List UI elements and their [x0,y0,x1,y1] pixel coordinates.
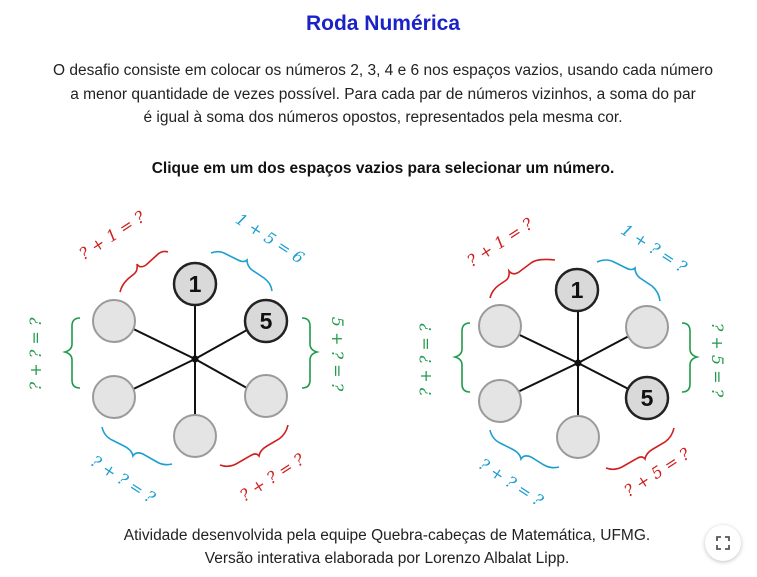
wheel-1-slot-top[interactable]: 1 [172,261,218,307]
wheel-1-label-green-left: ? + ? = ? [26,317,45,390]
fullscreen-button[interactable] [705,525,741,561]
wheel-2-slot-upper-right[interactable] [625,305,669,349]
footer-line: Versão interativa elaborada por Lorenzo … [204,550,570,567]
expand-icon [716,536,730,550]
wheel-2-brace-green-left [452,322,471,393]
wheel-1-brace-red-bottom [219,424,289,468]
wheel-1-brace-green-left [62,317,81,389]
wheel-2-brace-red [489,258,556,299]
wheel-1-label-blue-bottom: ? + ? = ? [87,452,159,508]
wheel-2-slot-top[interactable]: 1 [554,267,600,313]
wheel-2-brace-green-right [681,322,700,393]
wheel-2-slot-lower-right[interactable]: 5 [624,375,670,421]
slot-value: 5 [260,308,273,334]
wheel-1-slot-lower-right[interactable] [244,374,288,418]
wheel-1-brace-blue [210,250,273,292]
wheel-2-spokes [500,290,647,437]
wheel-2-slot-lower-left[interactable] [478,379,522,423]
description: O desafio consiste em colocar os números… [0,59,757,130]
wheel-1-label-red: ? + 1 = ? [76,207,149,264]
description-line: O desafio consiste em colocar os números… [53,62,713,79]
wheel-2: ? + 1 = ? 1 + ? = ? ? + ? = ? ? + 5 = ? … [416,214,727,511]
wheel-1-slot-lower-left[interactable] [92,375,136,419]
wheel-2-hub [574,359,582,367]
wheel-2-label-red: ? + 1 = ? [464,214,537,271]
instruction-text: Clique em um dos espaços vazios para sel… [151,160,615,177]
slot-value: 5 [641,385,654,411]
wheel-2-label-blue-bottom: ? + ? = ? [475,455,547,511]
wheel-1-spokes [116,284,264,435]
wheel-1-label-green-right: 5 + ? = ? [328,317,347,392]
footer-line: Atividade desenvolvida pela equipe Quebr… [123,527,651,544]
wheel-2-brace-red-bottom [605,427,675,471]
slot-value: 1 [189,271,202,297]
wheel-1-label-blue: 1 + 5 = 6 [232,209,308,267]
wheel-1-slot-bottom[interactable] [173,414,217,458]
wheel-1-slot-upper-right[interactable]: 5 [243,298,289,344]
wheel-2-label-red-bottom: ? + 5 = ? [621,444,694,501]
wheel-2-slot-bottom[interactable] [556,415,600,459]
wheel-1-brace-red [119,250,169,293]
wheel-2-label-green-left: ? + ? = ? [416,323,435,396]
wheel-1: ? + 1 = ? 1 + 5 = 6 ? + ? = ? 5 + ? = ? … [26,207,347,508]
wheel-2-slot-upper-left[interactable] [478,304,522,348]
wheel-2-label-green-right: ? + 5 = ? [708,323,727,398]
wheel-1-brace-green-right [301,317,320,389]
wheel-2-brace-blue-bottom [489,429,560,469]
wheel-1-brace-blue-bottom [101,426,173,466]
page-title: Roda Numérica [305,12,461,35]
description-line: é igual à soma dos números opostos, repr… [143,109,623,126]
wheel-1-hub [191,355,199,363]
footer-credits: Atividade desenvolvida pela equipe Quebr… [0,524,757,570]
description-line: a menor quantidade de vezes possível. Pa… [70,85,696,103]
wheel-1-slot-upper-left[interactable] [92,299,136,343]
wheel-2-brace-blue [596,259,661,302]
slot-value: 1 [571,277,584,303]
